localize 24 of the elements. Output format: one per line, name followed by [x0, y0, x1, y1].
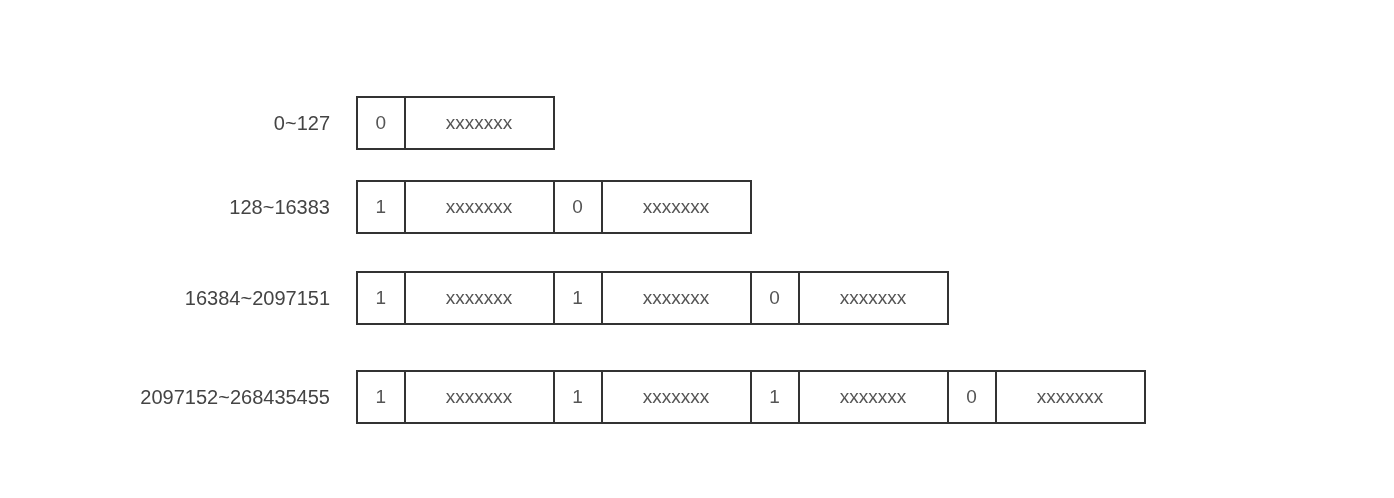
continuation-bit-field: 1	[358, 182, 404, 232]
continuation-bit-field: 0	[749, 273, 798, 323]
data-bits-field: xxxxxxx	[600, 372, 750, 422]
data-bits-field: xxxxxxx	[600, 273, 750, 323]
data-bits-field: xxxxxxx	[797, 273, 947, 323]
continuation-bit-field: 0	[552, 182, 601, 232]
data-bits-field: xxxxxxx	[600, 182, 750, 232]
data-bits-field: xxxxxxx	[994, 372, 1144, 422]
continuation-bit-field: 1	[358, 273, 404, 323]
continuation-bit-field: 1	[552, 372, 601, 422]
data-bits-field: xxxxxxx	[403, 98, 553, 148]
value-range-label: 2097152~268435455	[140, 385, 330, 409]
continuation-bit-field: 0	[358, 98, 404, 148]
continuation-bit-field: 0	[946, 372, 995, 422]
value-range-label: 0~127	[273, 111, 330, 135]
value-range-label: 16384~2097151	[184, 286, 330, 310]
continuation-bit-field: 1	[358, 372, 404, 422]
data-bits-field: xxxxxxx	[403, 372, 553, 422]
continuation-bit-field: 1	[749, 372, 798, 422]
data-bits-field: xxxxxxx	[797, 372, 947, 422]
value-range-label: 128~16383	[229, 195, 330, 219]
data-bits-field: xxxxxxx	[403, 273, 553, 323]
continuation-bit-field: 1	[552, 273, 601, 323]
data-bits-field: xxxxxxx	[403, 182, 553, 232]
